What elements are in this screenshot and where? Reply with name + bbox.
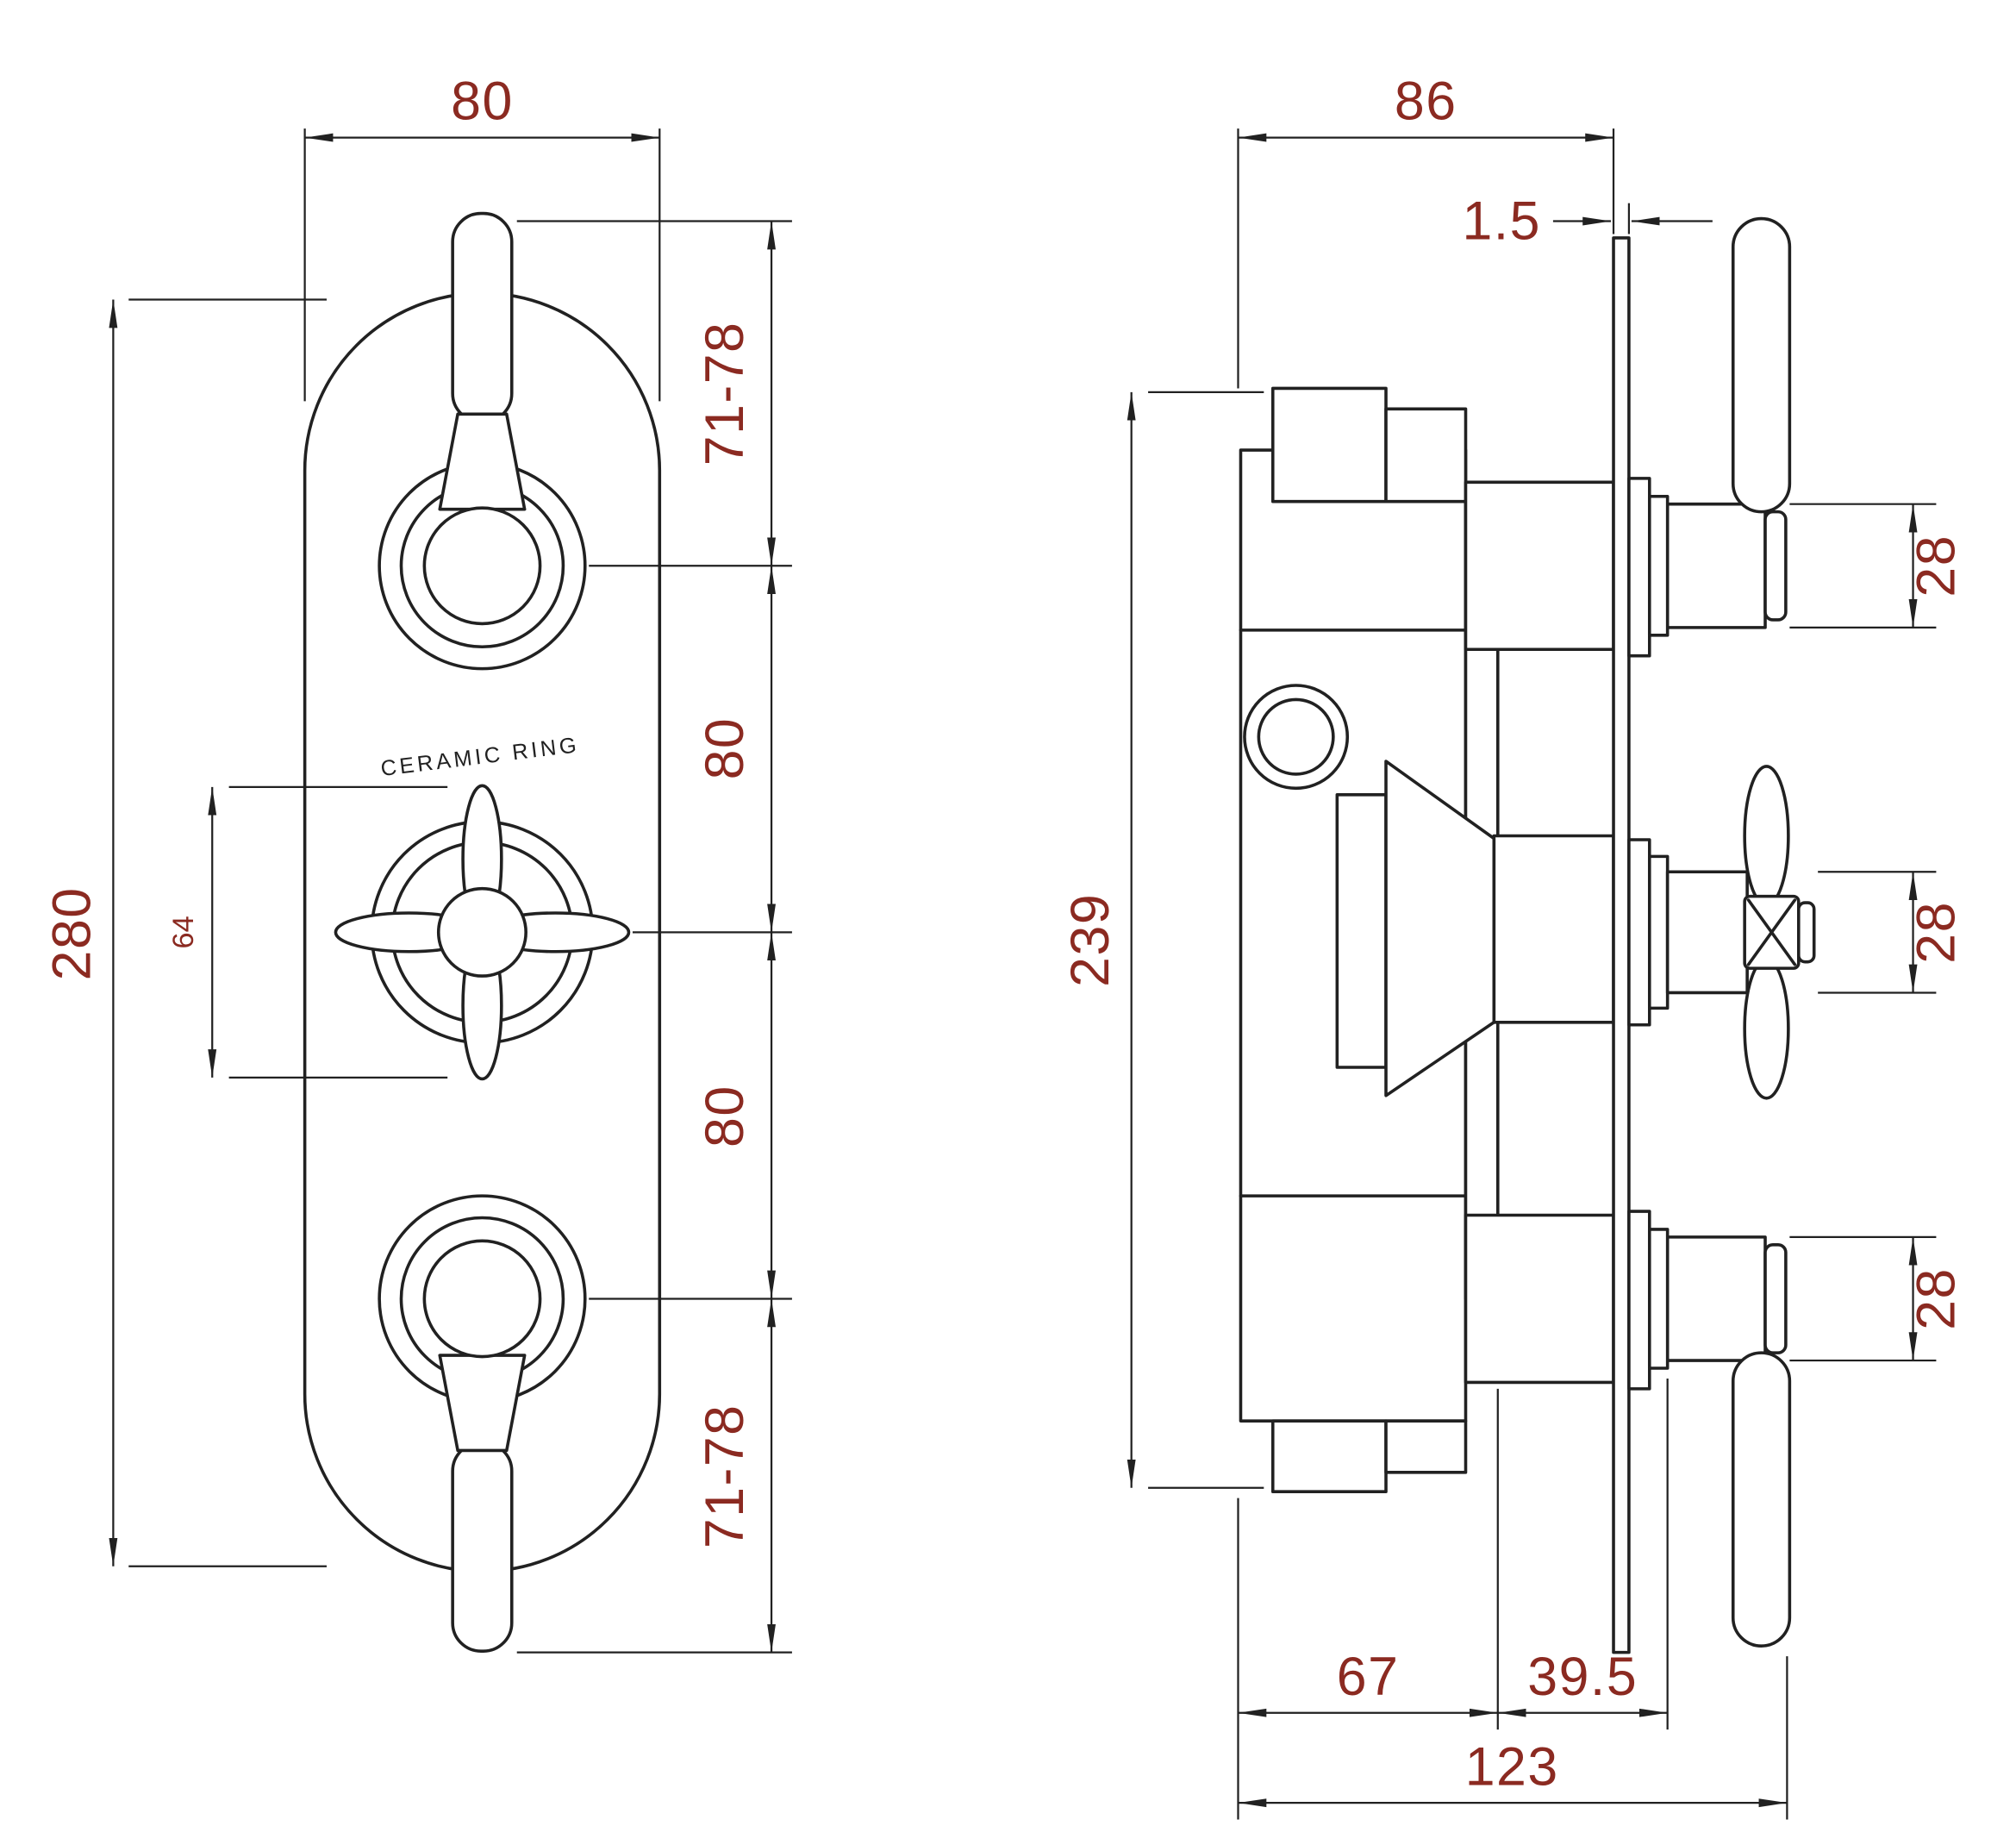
mid-cartridge-stem [1665, 870, 1749, 995]
front-top-valve [378, 211, 587, 671]
body-foot-step [1384, 1419, 1468, 1474]
bottom-handle-dia-dim-text: 28 [1906, 1267, 1966, 1330]
body-top-step [1384, 407, 1468, 503]
plate-thickness-dim-text: 1.5 [1462, 191, 1541, 251]
top-collar-edge [1647, 494, 1670, 637]
height-extension-lines [128, 298, 327, 1567]
side-bottom-handle [1627, 1210, 1792, 1648]
cross-arm-top-side [1743, 765, 1790, 907]
depth-dim-text: 86 [1395, 72, 1457, 132]
inlet-port-inner [1257, 697, 1335, 776]
offset-top-dim-text: 71-78 [695, 322, 755, 466]
top-escutcheon-edge [1627, 477, 1651, 658]
bottom-port-body [1464, 1213, 1615, 1385]
body-top-block [1270, 386, 1388, 503]
cross-hub-detail [1746, 898, 1797, 966]
pitch-lower-dim-text: 80 [695, 1085, 755, 1148]
bottom-escutcheon-edge [1627, 1210, 1651, 1391]
top-port-body [1464, 480, 1615, 652]
body-depth-dim-text: 67 [1337, 1647, 1400, 1707]
mid-port-body [1492, 834, 1615, 1024]
cartridge-band [1335, 792, 1388, 1069]
handle-span-dim-text: 64 [167, 916, 200, 948]
body-height-dim-text: 239 [1060, 893, 1120, 987]
projection-dim-text: 39.5 [1527, 1647, 1638, 1707]
body-height-extension-lines [1148, 391, 1264, 1489]
bottom-chain-extension-lines [1237, 1378, 1788, 1820]
bottom-cartridge-stem [1665, 1235, 1767, 1362]
mid-escutcheon-edge [1627, 838, 1651, 1027]
side-middle-handle [1627, 765, 1816, 1100]
mid-handle-dia-dim-text: 28 [1906, 901, 1966, 964]
body-foot [1270, 1419, 1388, 1493]
side-valve-body [1239, 236, 1631, 1654]
faceplate-edge [1612, 236, 1631, 1654]
mid-collar-edge [1647, 854, 1670, 1010]
depth-extension-lines [1237, 128, 1615, 389]
width-extension-lines [303, 128, 661, 402]
cross-hub-front [436, 886, 527, 978]
handle-span-extension-lines [228, 785, 448, 1079]
height-dim-text: 280 [42, 886, 103, 980]
cartridge-cone [1384, 760, 1496, 1097]
front-view: CERAMIC RING 80 280 64 [42, 72, 792, 1654]
pitch-upper-dim-text: 80 [695, 717, 755, 780]
cross-arm-bottom-side [1743, 957, 1790, 1100]
top-stem-cap [1763, 510, 1788, 622]
top-cartridge-stem [1665, 502, 1767, 629]
bottom-stem-cap [1763, 1243, 1788, 1354]
side-dimensions: 86 1.5 239 28 28 28 [1060, 72, 1966, 1820]
top-lever-skirt [438, 412, 527, 511]
front-bottom-valve [378, 1194, 587, 1653]
front-dimensions: 80 280 64 71-78 80 80 71-78 [42, 72, 792, 1654]
top-lever-base [422, 506, 542, 626]
overall-depth-dim-text: 123 [1465, 1736, 1559, 1797]
cross-hub-cap [1797, 901, 1816, 964]
bottom-lever-side [1731, 1351, 1792, 1648]
bottom-lever-base [422, 1239, 542, 1359]
offset-bottom-dim-text: 71-78 [695, 1404, 755, 1548]
top-handle-dia-dim-text: 28 [1906, 535, 1966, 597]
chain-extension-lines [516, 220, 792, 1654]
top-lever-side [1731, 216, 1792, 514]
width-dim-text: 80 [451, 72, 514, 132]
side-view: 86 1.5 239 28 28 28 [1060, 72, 1966, 1820]
bottom-collar-edge [1647, 1228, 1670, 1370]
bottom-lever-blade [451, 1441, 514, 1653]
side-top-handle [1627, 216, 1792, 658]
top-lever-blade [451, 211, 514, 424]
